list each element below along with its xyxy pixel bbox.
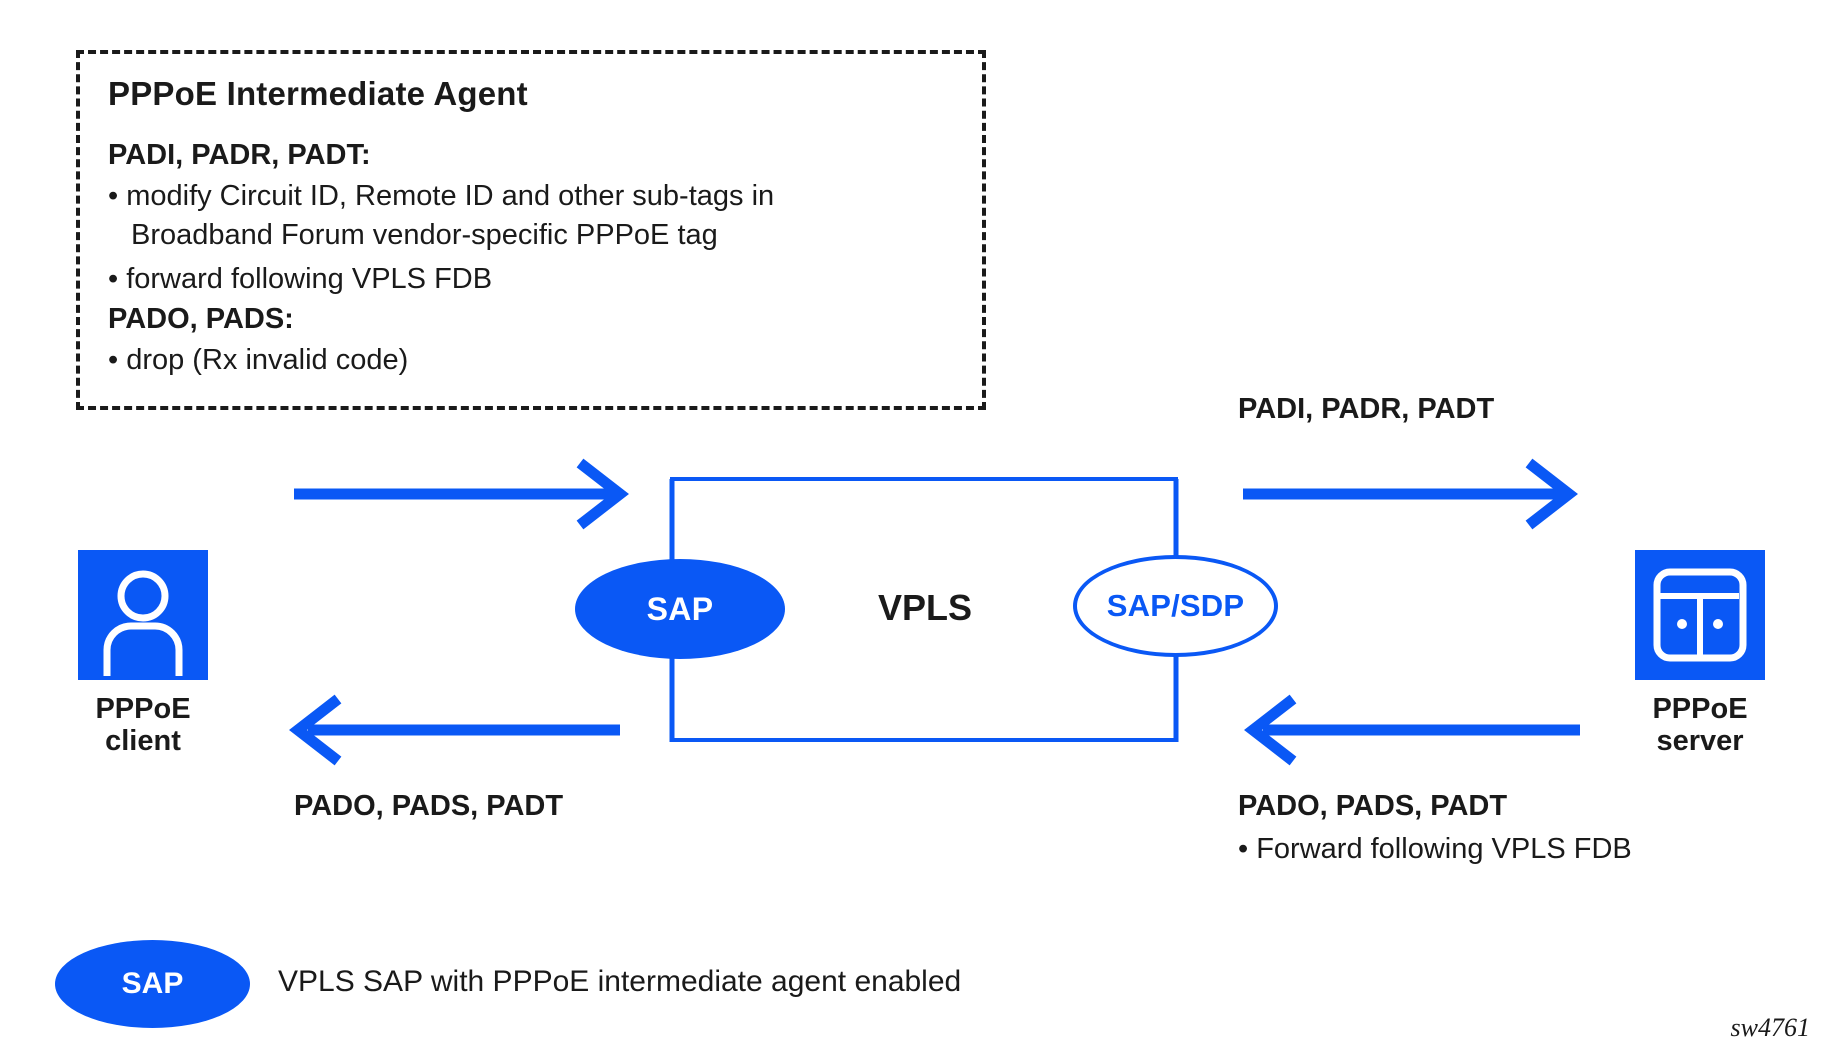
- pppoe-client-tile[interactable]: [78, 550, 208, 680]
- legend-description: VPLS SAP with PPPoE intermediate agent e…: [278, 965, 962, 998]
- pppoe-server-label: PPPoE server: [1585, 693, 1815, 758]
- pppoe-server-label-line1: PPPoE: [1652, 693, 1748, 725]
- flow-label-right-bottom: PADO, PADS, PADT: [1238, 790, 1508, 822]
- figure-id-watermark: sw4761: [1730, 1013, 1810, 1042]
- vpls-label: VPLS: [877, 587, 973, 628]
- agent-bullet-forward-fdb: • forward following VPLS FDB: [108, 263, 493, 295]
- pppoe-client-label-line1: PPPoE: [95, 693, 191, 725]
- agent-box-title: PPPoE Intermediate Agent: [108, 75, 528, 112]
- sap-node[interactable]: SAP: [575, 559, 785, 659]
- agent-heading-padi: PADI, PADR, PADT:: [108, 139, 371, 171]
- agent-heading-pado: PADO, PADS:: [108, 303, 294, 335]
- pppoe-server-label-line2: server: [1656, 725, 1744, 758]
- arrow-vpls-to-client: [289, 694, 620, 766]
- legend-sap-badge-label: SAP: [121, 967, 184, 1000]
- agent-bullet-modify-line2: Broadband Forum vendor-specific PPPoE ta…: [131, 219, 718, 251]
- flow-label-left-bottom: PADO, PADS, PADT: [294, 790, 564, 822]
- sap-node-label: SAP: [646, 590, 714, 627]
- flow-label-right-top: PADI, PADR, PADT: [1238, 393, 1495, 425]
- sap-sdp-node-label: SAP/SDP: [1106, 588, 1245, 623]
- arrow-vpls-to-server: [1243, 458, 1578, 530]
- server-icon: [1653, 568, 1747, 662]
- pppoe-client-label-line2: client: [105, 725, 181, 758]
- pppoe-intermediate-agent-box: [76, 50, 986, 410]
- arrow-client-to-vpls: [294, 458, 629, 530]
- pppoe-client-label: PPPoE client: [28, 693, 258, 758]
- agent-bullet-drop: • drop (Rx invalid code): [108, 344, 409, 376]
- agent-bullet-modify-line1: • modify Circuit ID, Remote ID and other…: [108, 180, 775, 212]
- flow-label-right-bottom-detail: • Forward following VPLS FDB: [1238, 833, 1632, 865]
- sap-sdp-node[interactable]: SAP/SDP: [1073, 555, 1278, 657]
- user-icon: [103, 570, 183, 676]
- legend-sap-badge: SAP: [55, 940, 250, 1028]
- pppoe-server-tile[interactable]: [1635, 550, 1765, 680]
- arrow-server-to-vpls: [1244, 694, 1580, 766]
